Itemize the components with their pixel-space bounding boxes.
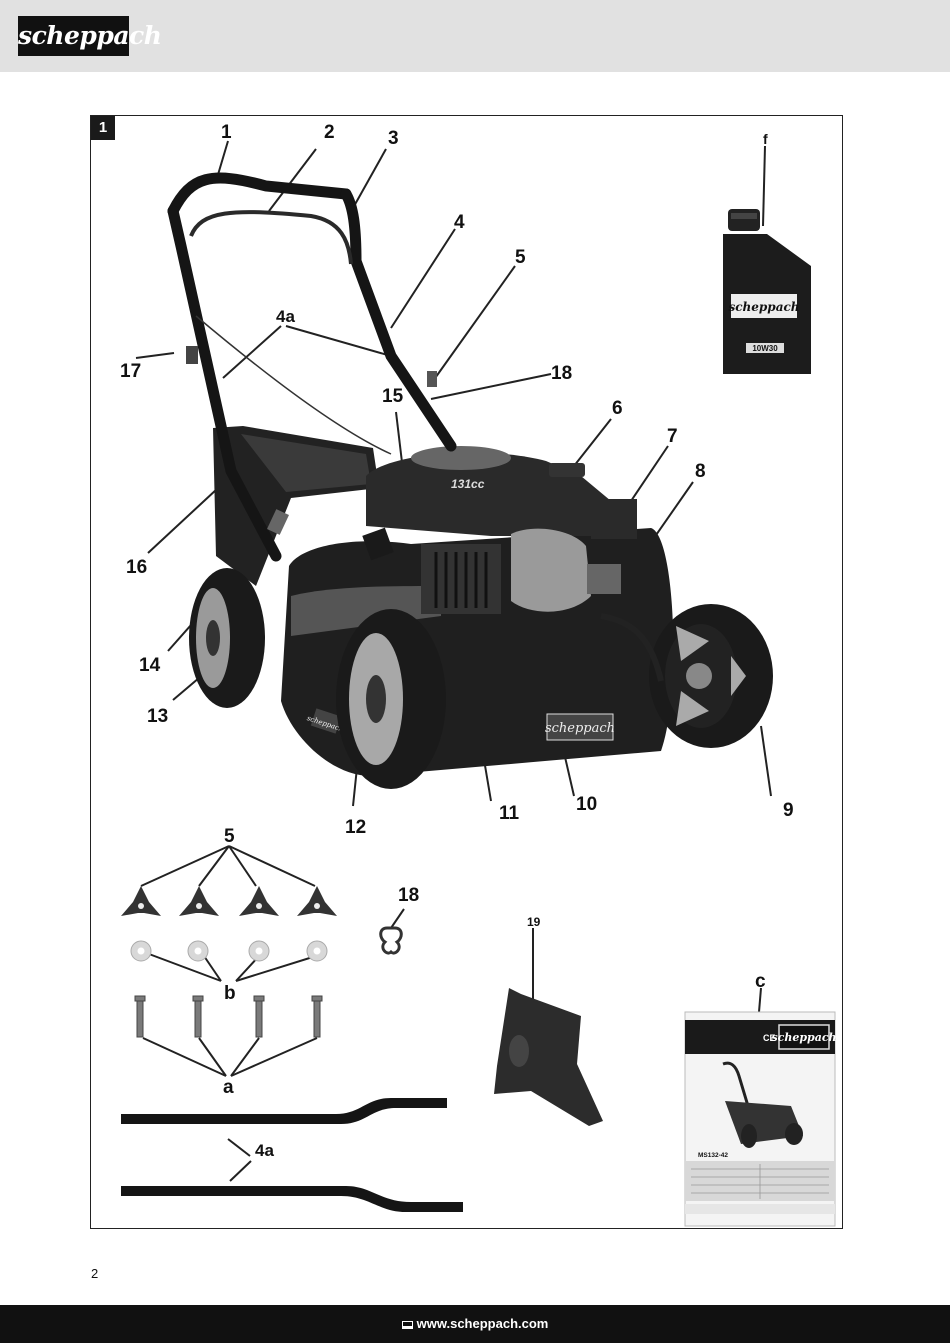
callout-6: 6 xyxy=(612,398,623,419)
bottle-brand: scheppach xyxy=(728,300,799,314)
page-number: 2 xyxy=(91,1266,99,1281)
bottle-grade: 10W30 xyxy=(752,344,778,353)
oil-bottle: scheppach 10W30 xyxy=(723,209,811,374)
callout-18: 18 xyxy=(551,363,573,384)
callout-2: 2 xyxy=(324,122,335,143)
page-footer: www.scheppach.com xyxy=(0,1305,950,1343)
callout-3: 3 xyxy=(388,128,399,149)
part-a-label: a xyxy=(223,1077,234,1098)
callout-15: 15 xyxy=(382,386,404,407)
manual-brand: scheppach xyxy=(771,1031,836,1044)
manual-cover: scheppach CE MS132-42 xyxy=(684,1011,837,1227)
figure-1: 1 xyxy=(90,115,843,1229)
callout-13: 13 xyxy=(147,706,169,727)
callout-12: 12 xyxy=(345,817,367,838)
bolts xyxy=(134,995,323,1038)
callout-11: 11 xyxy=(499,803,520,824)
callout-7: 7 xyxy=(667,426,678,447)
callout-f: f xyxy=(763,131,768,147)
cable-clip xyxy=(379,926,403,955)
page-header: scheppach xyxy=(0,0,950,72)
part-18-label: 18 xyxy=(398,885,420,906)
callout-5: 5 xyxy=(515,247,526,268)
website-link[interactable]: www.scheppach.com xyxy=(416,1316,549,1331)
exploded-illustration: scheppach 10W30 scheppach scheppach 131c… xyxy=(121,140,837,1227)
part-19-label: 19 xyxy=(527,915,541,929)
part-c-label: c xyxy=(755,971,766,992)
deck-badge: scheppach xyxy=(545,721,615,736)
callout-17: 17 xyxy=(120,361,142,382)
computer-icon xyxy=(401,1321,413,1329)
part-b-label: b xyxy=(224,983,236,1004)
washers xyxy=(130,940,328,962)
lawn-mower: scheppach scheppach 131cc xyxy=(167,172,773,789)
callout-4: 4 xyxy=(454,212,465,233)
manual-model: MS132-42 xyxy=(698,1152,728,1159)
engine-badge: 131cc xyxy=(451,477,485,491)
callout-16: 16 xyxy=(126,557,148,578)
callout-14: 14 xyxy=(139,655,161,676)
scheppach-logo: scheppach xyxy=(18,16,162,56)
manual-ce: CE xyxy=(763,1033,776,1043)
part-4a-label: 4a xyxy=(255,1141,274,1160)
handle-bars xyxy=(121,1098,463,1212)
figure-number: 1 xyxy=(91,116,115,140)
callout-4a: 4a xyxy=(276,307,295,326)
callout-1: 1 xyxy=(221,122,232,143)
callout-9: 9 xyxy=(783,800,794,821)
star-knobs xyxy=(121,886,337,916)
callout-8: 8 xyxy=(695,461,706,482)
part-5-label: 5 xyxy=(224,826,235,847)
mulch-insert xyxy=(494,988,603,1126)
callout-10: 10 xyxy=(576,794,598,815)
